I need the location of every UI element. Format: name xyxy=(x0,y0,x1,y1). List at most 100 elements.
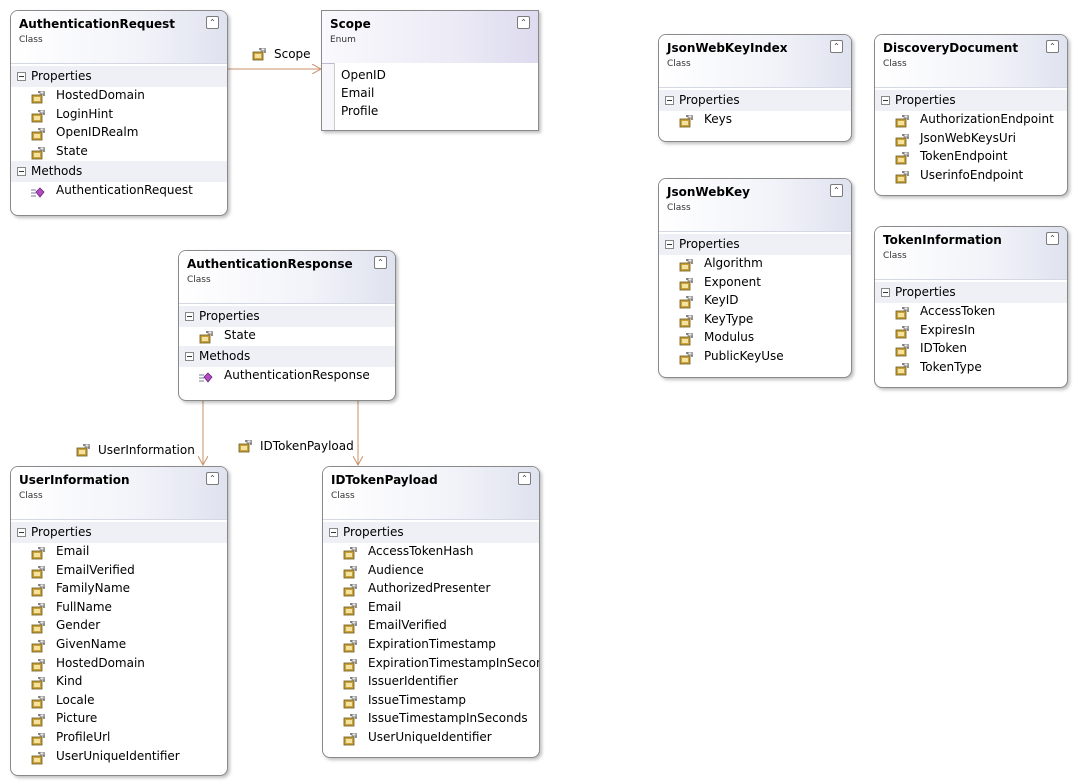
collapse-chevron-icon[interactable]: ⌃ xyxy=(206,472,219,485)
collapse-chevron-icon[interactable]: ⌃ xyxy=(830,40,843,53)
property-item[interactable]: Modulus xyxy=(659,329,851,348)
property-item[interactable]: UserUniqueIdentifier xyxy=(323,729,539,748)
property-item[interactable]: Kind xyxy=(11,673,227,692)
collapse-toggle-icon[interactable] xyxy=(17,72,26,81)
collapse-chevron-icon[interactable]: ⌃ xyxy=(517,16,530,29)
collapse-chevron-icon[interactable]: ⌃ xyxy=(518,472,531,485)
class-header[interactable]: UserInformation Class ⌃ xyxy=(11,467,227,520)
scope-association-label[interactable]: Scope xyxy=(252,47,311,61)
property-item[interactable]: Email xyxy=(11,543,227,562)
class-box-authenticationresponse[interactable]: AuthenticationResponse Class ⌃ Propertie… xyxy=(178,250,396,401)
enum-value[interactable]: Profile xyxy=(341,104,379,118)
class-box-authenticationrequest[interactable]: AuthenticationRequest Class ⌃ Properties… xyxy=(10,10,228,216)
property-item[interactable]: EmailVerified xyxy=(11,562,227,581)
property-item[interactable]: Audience xyxy=(323,562,539,581)
properties-section-header[interactable]: Properties xyxy=(11,522,227,543)
property-item[interactable]: State xyxy=(179,327,395,346)
property-item[interactable]: GivenName xyxy=(11,636,227,655)
property-item[interactable]: UserinfoEndpoint xyxy=(875,167,1067,186)
collapse-toggle-icon[interactable] xyxy=(185,351,194,361)
class-header[interactable]: JsonWebKey Class ⌃ xyxy=(659,179,851,232)
properties-section-header[interactable]: Properties xyxy=(875,282,1067,303)
property-item[interactable]: FamilyName xyxy=(11,580,227,599)
property-item[interactable]: State xyxy=(11,143,227,162)
property-item[interactable]: HostedDomain xyxy=(11,87,227,106)
properties-section-header[interactable]: Properties xyxy=(659,234,851,255)
property-item[interactable]: AuthorizedPresenter xyxy=(323,580,539,599)
property-item[interactable]: TokenEndpoint xyxy=(875,148,1067,167)
property-item[interactable]: ExpiresIn xyxy=(875,322,1067,341)
property-item[interactable]: Email xyxy=(323,599,539,618)
idtokenpayload-association-label[interactable]: IDTokenPayload xyxy=(238,439,354,453)
method-item[interactable]: AuthenticationRequest xyxy=(11,182,227,201)
property-item[interactable]: JsonWebKeysUri xyxy=(875,130,1067,149)
collapse-toggle-icon[interactable] xyxy=(17,167,26,177)
property-item[interactable]: PublicKeyUse xyxy=(659,348,851,367)
enum-value[interactable]: Email xyxy=(341,86,375,100)
property-name: KeyID xyxy=(704,293,739,308)
property-item[interactable]: IDToken xyxy=(875,340,1067,359)
property-item[interactable]: EmailVerified xyxy=(323,617,539,636)
collapse-chevron-icon[interactable]: ⌃ xyxy=(374,256,387,269)
collapse-toggle-icon[interactable] xyxy=(185,312,194,321)
property-item[interactable]: UserUniqueIdentifier xyxy=(11,748,227,767)
enum-header[interactable]: Scope Enum ⌃ xyxy=(322,11,538,64)
collapse-chevron-icon[interactable]: ⌃ xyxy=(1046,40,1059,53)
property-item[interactable]: Picture xyxy=(11,710,227,729)
collapse-chevron-icon[interactable]: ⌃ xyxy=(830,184,843,197)
property-item[interactable]: IssueTimestamp xyxy=(323,692,539,711)
property-item[interactable]: FullName xyxy=(11,599,227,618)
properties-section-header[interactable]: Properties xyxy=(875,90,1067,111)
property-item[interactable]: Exponent xyxy=(659,274,851,293)
collapse-toggle-icon[interactable] xyxy=(329,528,338,537)
property-item[interactable]: IssuerIdentifier xyxy=(323,673,539,692)
property-item[interactable]: Keys xyxy=(659,111,851,130)
property-item[interactable]: TokenType xyxy=(875,359,1067,378)
property-item[interactable]: LoginHint xyxy=(11,106,227,125)
class-header[interactable]: TokenInformation Class ⌃ xyxy=(875,227,1067,280)
section-label: Properties xyxy=(31,525,92,539)
property-item[interactable]: AccessTokenHash xyxy=(323,543,539,562)
class-header[interactable]: AuthenticationResponse Class ⌃ xyxy=(179,251,395,304)
class-header[interactable]: IDTokenPayload Class ⌃ xyxy=(323,467,539,520)
property-item[interactable]: IssueTimestampInSeconds xyxy=(323,710,539,729)
collapse-chevron-icon[interactable]: ⌃ xyxy=(1046,232,1059,245)
class-header[interactable]: DiscoveryDocument Class ⌃ xyxy=(875,35,1067,88)
class-header[interactable]: AuthenticationRequest Class ⌃ xyxy=(11,11,227,64)
property-item[interactable]: ExpirationTimestamp xyxy=(323,636,539,655)
methods-section-header[interactable]: Methods xyxy=(11,161,227,183)
property-item[interactable]: AccessToken xyxy=(875,303,1067,322)
property-item[interactable]: OpenIDRealm xyxy=(11,124,227,143)
collapse-toggle-icon[interactable] xyxy=(665,96,674,105)
userinformation-association-label[interactable]: UserInformation xyxy=(76,443,195,457)
method-item[interactable]: AuthenticationResponse xyxy=(179,367,395,386)
properties-section-header[interactable]: Properties xyxy=(11,66,227,87)
property-item[interactable]: AuthorizationEndpoint xyxy=(875,111,1067,130)
property-item[interactable]: HostedDomain xyxy=(11,655,227,674)
class-header[interactable]: JsonWebKeyIndex Class ⌃ xyxy=(659,35,851,88)
property-item[interactable]: Gender xyxy=(11,617,227,636)
enum-value[interactable]: OpenID xyxy=(341,68,386,82)
property-item[interactable]: KeyID xyxy=(659,292,851,311)
collapse-chevron-icon[interactable]: ⌃ xyxy=(206,16,219,29)
property-item[interactable]: ExpirationTimestampInSecon… xyxy=(323,655,539,674)
property-item[interactable]: Algorithm xyxy=(659,255,851,274)
collapse-toggle-icon[interactable] xyxy=(665,240,674,249)
enum-box-scope[interactable]: Scope Enum ⌃ OpenID Email Profile xyxy=(321,10,539,131)
properties-section-header[interactable]: Properties xyxy=(323,522,539,543)
methods-section-header[interactable]: Methods xyxy=(179,345,395,367)
property-item[interactable]: Locale xyxy=(11,692,227,711)
properties-section-header[interactable]: Properties xyxy=(659,90,851,111)
collapse-toggle-icon[interactable] xyxy=(881,96,890,105)
collapse-toggle-icon[interactable] xyxy=(881,288,890,297)
collapse-toggle-icon[interactable] xyxy=(17,528,26,537)
property-item[interactable]: KeyType xyxy=(659,311,851,330)
properties-section-header[interactable]: Properties xyxy=(179,306,395,327)
property-item[interactable]: ProfileUrl xyxy=(11,729,227,748)
